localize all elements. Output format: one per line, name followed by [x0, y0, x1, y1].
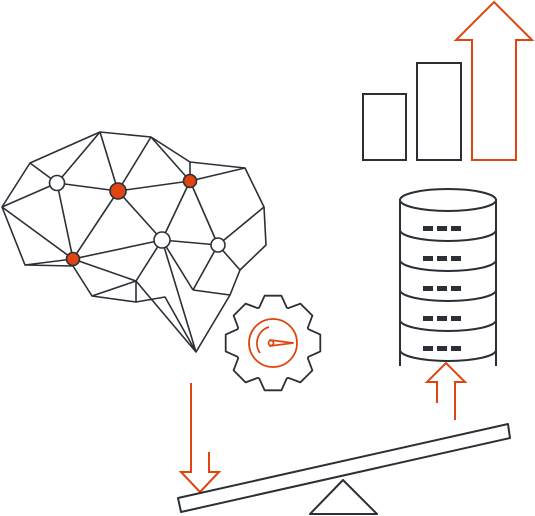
- gauge-pivot: [267, 339, 275, 347]
- gauge-ring: [248, 318, 298, 368]
- server-up-arrow-icon: [424, 361, 468, 420]
- gear-gauge-icon: [224, 294, 322, 392]
- brain-node-accent: [109, 182, 127, 200]
- server-led: [437, 316, 447, 321]
- down-arrow-icon: [178, 383, 222, 494]
- server-led: [423, 346, 433, 351]
- server-led: [423, 256, 433, 261]
- up-arrow-icon: [453, 0, 535, 161]
- brain-mesh: [1, 131, 265, 353]
- server-led: [451, 226, 461, 231]
- brain-network-icon: [1, 131, 267, 353]
- server-led: [437, 256, 447, 261]
- server-led: [437, 286, 447, 291]
- bar-tall: [416, 62, 462, 161]
- server-database-icon: [399, 188, 497, 366]
- server-led: [437, 226, 447, 231]
- brain-node: [48, 174, 66, 192]
- brain-node: [153, 231, 171, 249]
- server-led: [423, 286, 433, 291]
- brain-node: [210, 237, 226, 253]
- server-led: [451, 286, 461, 291]
- server-led: [437, 346, 447, 351]
- bar-short: [362, 93, 407, 161]
- seesaw-plank: [177, 423, 511, 513]
- gauge-arc: [256, 326, 270, 354]
- server-led: [423, 316, 433, 321]
- server-led: [451, 346, 461, 351]
- server-led: [423, 226, 433, 231]
- seesaw-balance-icon: [177, 423, 511, 515]
- gear-outline: [224, 294, 322, 392]
- seesaw-fulcrum: [309, 479, 378, 515]
- bar-chart-icon: [362, 62, 462, 161]
- server-led: [451, 316, 461, 321]
- brain-node-accent: [182, 173, 198, 189]
- brain-node-accent: [65, 251, 81, 267]
- server-top: [399, 188, 497, 212]
- server-led: [451, 256, 461, 261]
